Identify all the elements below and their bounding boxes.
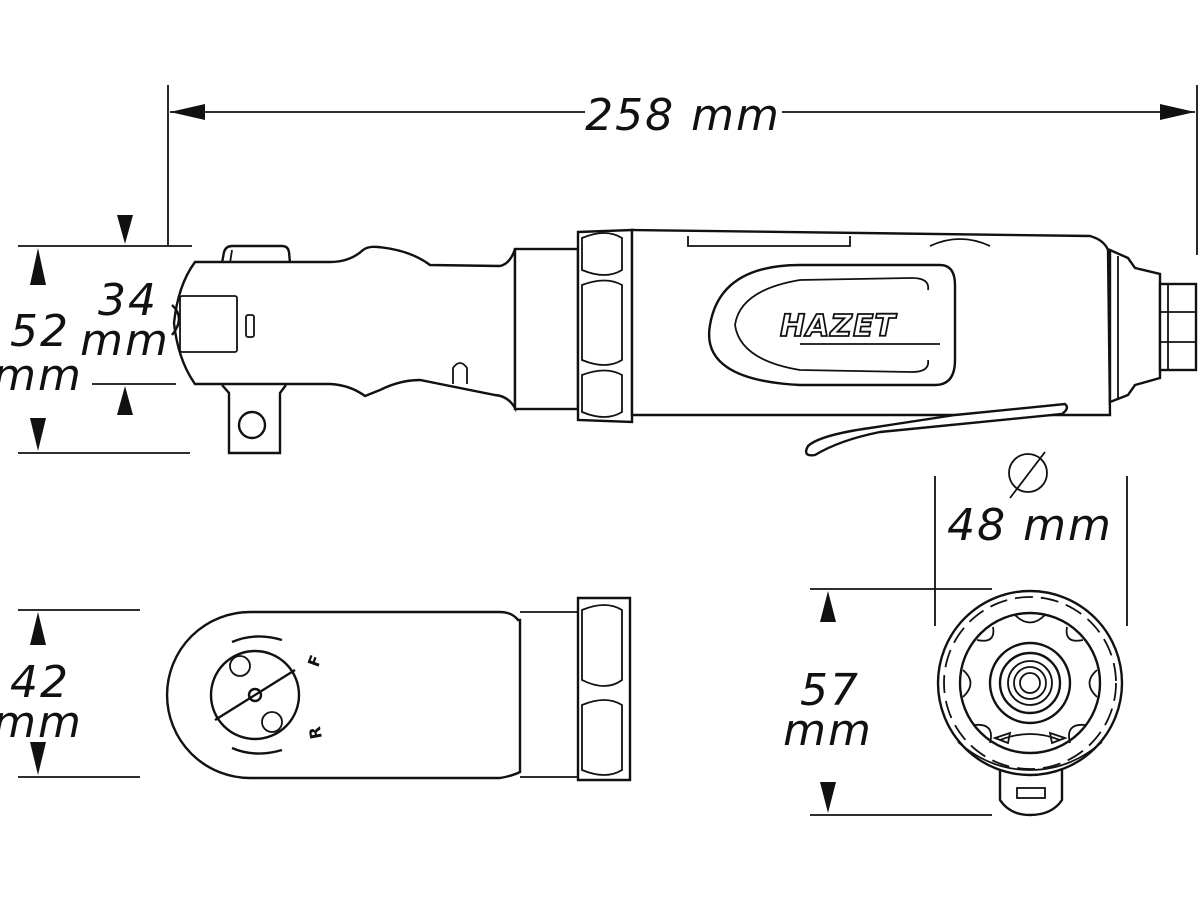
end-view [936, 589, 1124, 817]
reverse-arrow-icon [992, 731, 1012, 745]
length-dimension: 258 mm [167, 85, 1198, 255]
head-width-value: 42 [10, 657, 70, 708]
height-dimensions: 52 mm 34 mm [0, 215, 192, 454]
head-width-unit: mm [0, 697, 83, 748]
head-height-value: 34 [98, 275, 158, 326]
diameter-symbol-icon [1008, 453, 1048, 493]
direction-dial [209, 649, 301, 741]
top-view: F R [165, 596, 632, 782]
grip-scallops [962, 614, 1098, 744]
side-view: HAZET [171, 228, 1198, 457]
end-height-value: 57 [800, 665, 860, 716]
arrow-left-icon [170, 104, 205, 120]
reverse-label: R [305, 725, 326, 740]
forward-arc-icon [231, 635, 283, 644]
brand-logo: HAZET [780, 309, 898, 344]
end-height-dimension: 57 mm [783, 588, 992, 816]
length-label: 258 mm [585, 90, 781, 141]
diameter-label: 48 mm [947, 500, 1113, 551]
end-height-unit: mm [783, 705, 873, 756]
head-width-dimension: 42 mm [0, 609, 140, 778]
head-height-unit: mm [80, 315, 170, 366]
overall-height-unit: mm [0, 350, 83, 401]
forward-arrow-icon [1048, 731, 1068, 745]
reverse-arc-icon [231, 746, 283, 755]
overall-height-value: 52 [10, 306, 70, 357]
arrow-right-icon [1160, 104, 1195, 120]
diameter-dimension: 48 mm [934, 451, 1128, 626]
